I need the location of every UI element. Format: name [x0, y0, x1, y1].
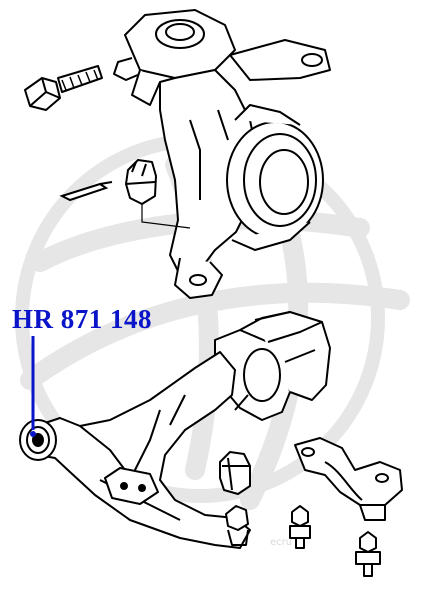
assembly-leader-lines	[141, 204, 191, 229]
watermark-text: ecru	[270, 537, 293, 548]
part-number-label: HR 871 148	[12, 304, 152, 334]
lower-control-arm	[19, 351, 251, 549]
bracket-bolt-left	[289, 505, 311, 549]
ball-joint-nut	[219, 451, 251, 495]
castle-nut	[125, 159, 157, 205]
hex-bolt	[24, 65, 103, 111]
cotter-pin	[59, 181, 113, 202]
steering-knuckle	[113, 9, 331, 299]
stabilizer-bracket	[294, 437, 403, 521]
bracket-bolt-right	[355, 531, 381, 577]
callout-leader	[30, 336, 36, 437]
stabilizer-bushing	[214, 311, 331, 421]
